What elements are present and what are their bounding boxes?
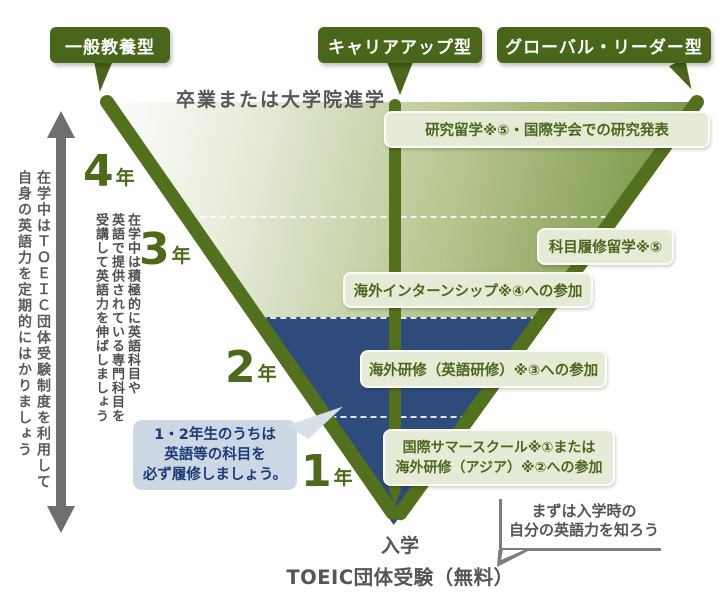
year-marker-1: 1 年 [301,450,353,494]
pointer-icon-global [669,57,700,94]
pointer-icon-general [90,61,112,93]
year-unit: 年 [115,167,135,189]
double-arrow-shaft [56,136,66,508]
track-box-career-up: キャリアアップ型 [318,27,482,63]
toeic-period-note: 在学中はＴＯＥＩＣ団体受験制度を利用して 自身の英語力を定期的にはかりましょう [16,170,51,490]
track-box-general-education: 一般教養型 [50,27,170,63]
track-label-global: グローバル・リーダー型 [505,37,703,58]
year-marker-4: 4 年 [83,150,135,194]
callout-tail-inner [501,550,524,560]
year-unit: 年 [333,467,353,489]
callout-left-line [499,499,502,550]
english-study-note: 在学中は積極的に英語科目や 英語で提供されている専門科目を 受講して英語力を伸ば… [93,213,140,423]
program-label-overseas-english-training: 海外研修（英語研修）※③への参加 [360,350,607,388]
double-arrow-up-icon [47,111,75,138]
year-number: 1 [301,446,332,497]
year-number: 3 [139,224,170,275]
callout-bottom-line [499,548,661,551]
year-marker-3: 3 年 [139,228,191,272]
year-number: 2 [225,342,256,393]
program-label-international-summer-school: 国際サマースクール※①または 海外研修（アジア）※②への参加 [383,429,615,486]
year-unit: 年 [171,245,191,267]
toeic-exam-line: TOEIC団体受験（無料） [286,566,514,589]
pointer-icon-career [387,62,413,95]
program-label-overseas-internship: 海外インターンシップ※④への参加 [343,272,593,308]
advice-bubble: 1・2年生のうちは 英語等の科目を 必ず履修しましょう。 [133,420,297,490]
entry-callout-text: まずは入学時の 自分の英語力を知ろう [508,502,659,539]
year-unit: 年 [257,363,277,385]
track-label-general: 一般教養型 [65,37,155,58]
track-label-career: キャリアアップ型 [328,37,472,58]
year-number: 4 [83,146,114,197]
track-box-global-leader: グローバル・リーダー型 [497,27,711,63]
program-label-research-abroad: 研究留学※⑤・国際学会での研究発表 [384,111,710,148]
program-label-course-study-abroad: 科目履修留学※⑤ [537,228,674,265]
double-arrow-down-icon [47,506,75,533]
entry-line: 入学 [380,535,419,557]
graduation-caption: 卒業または大学院進学 [176,89,387,111]
year-marker-2: 2 年 [225,346,277,390]
entry-caption: 入学 TOEIC団体受験（無料） [250,531,550,590]
